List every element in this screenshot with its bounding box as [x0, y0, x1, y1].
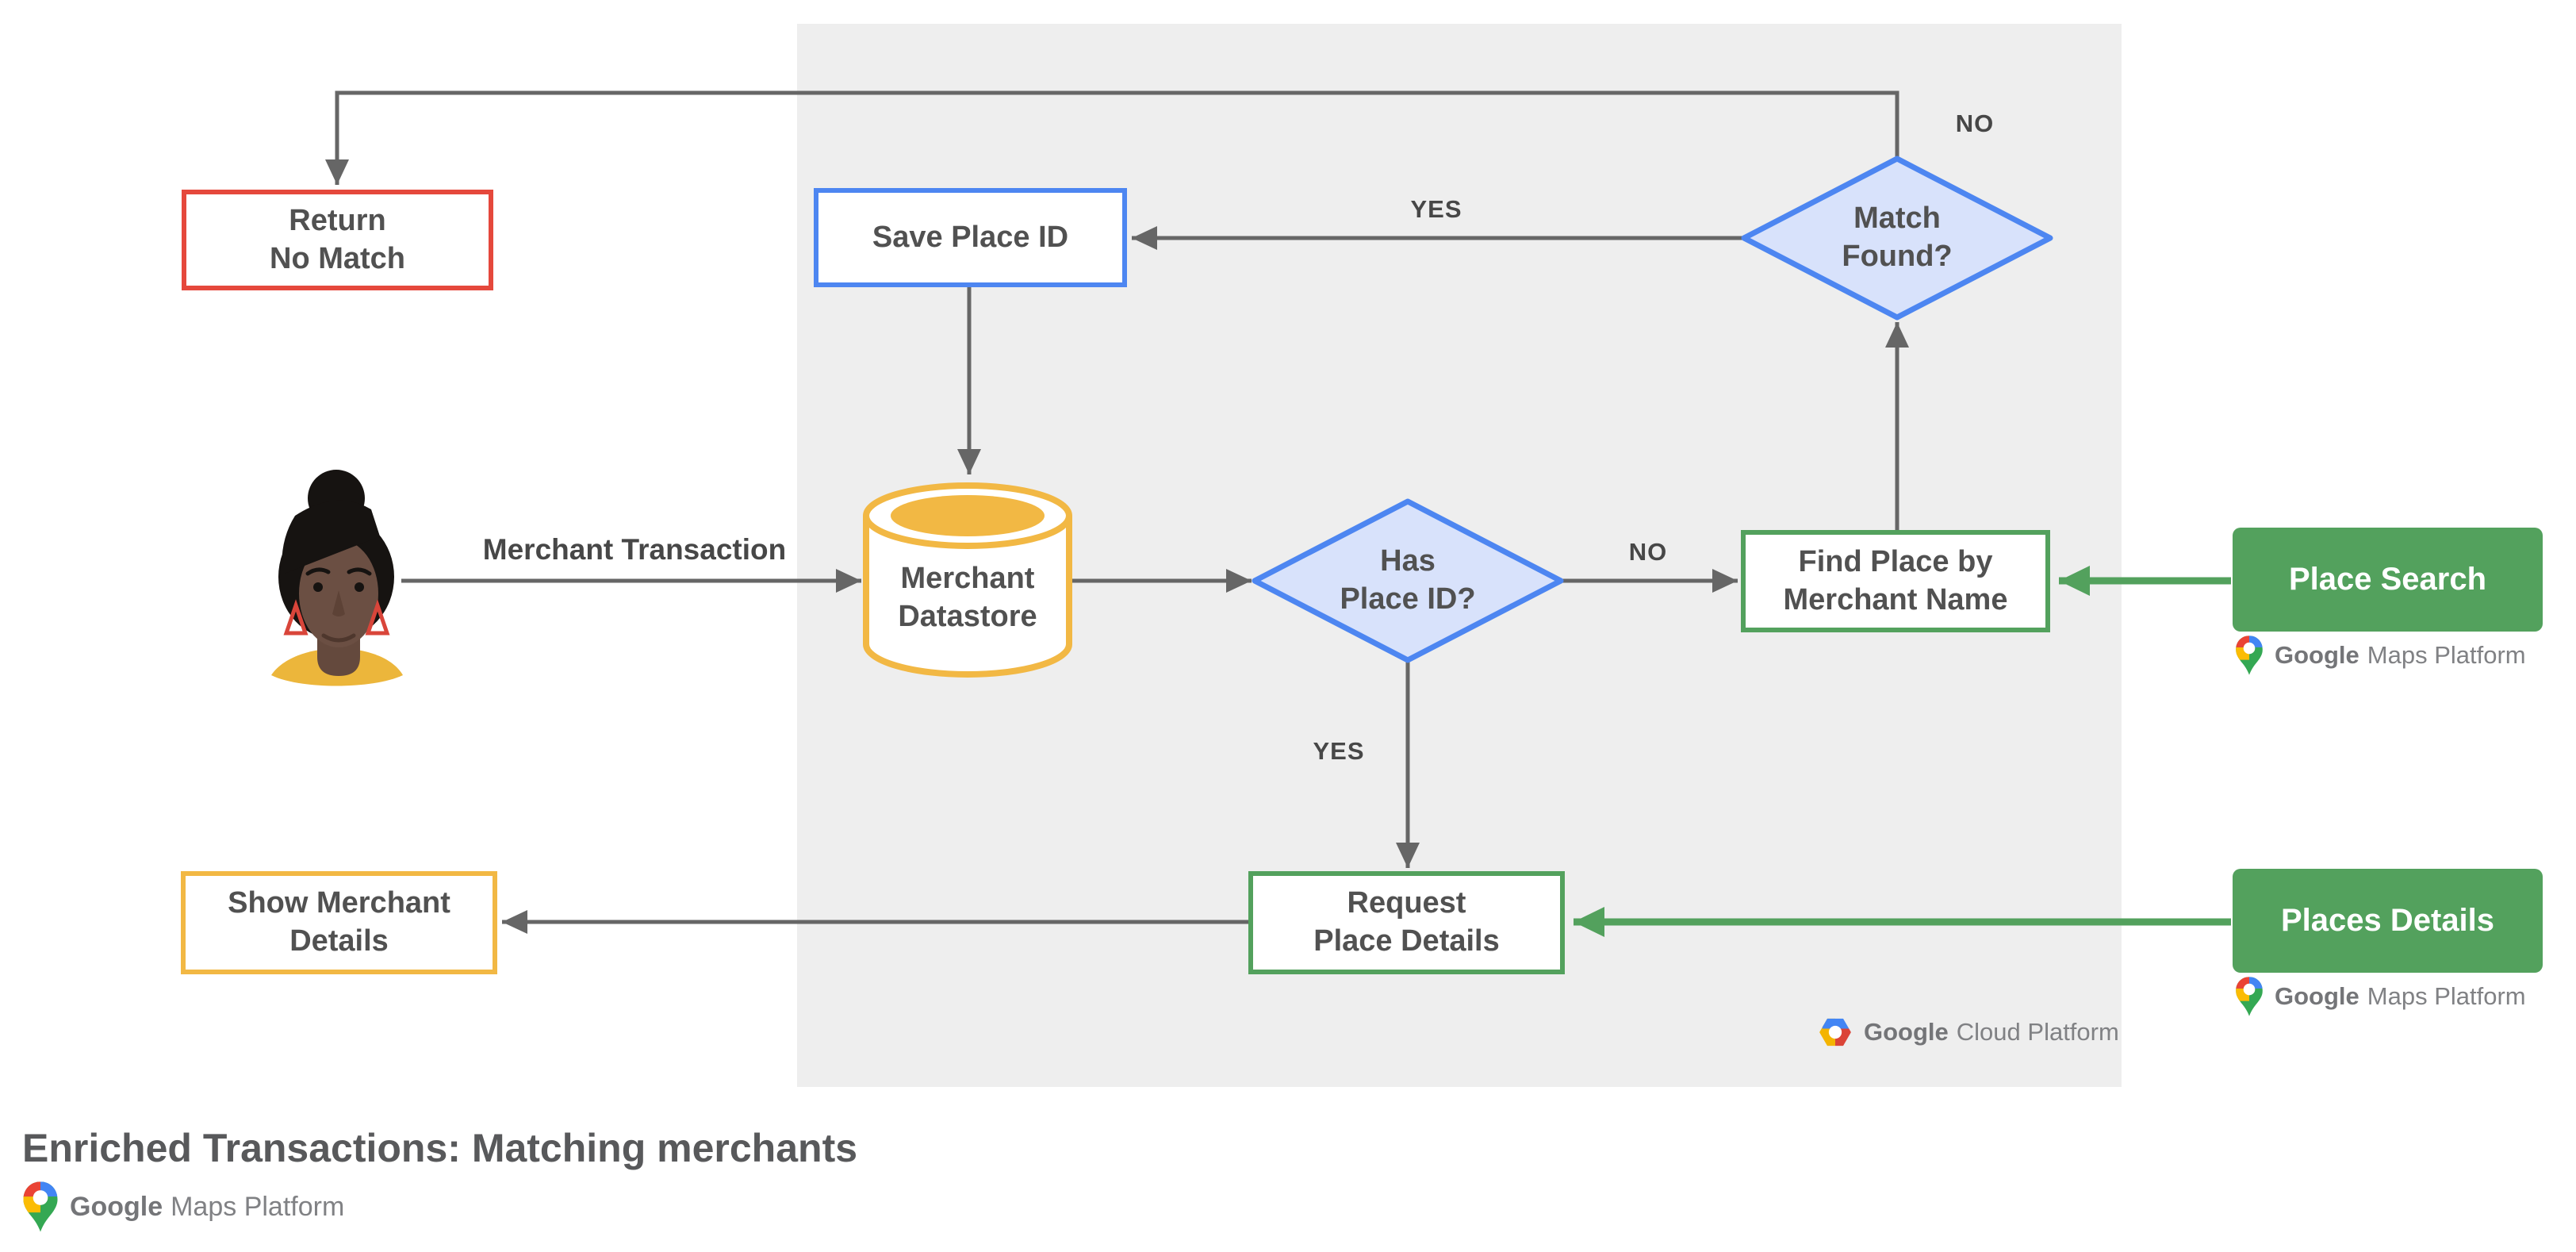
avatar-eyebrow-left [305, 567, 331, 576]
logo-google-maps-platform-places-details: Google Maps Platform [2235, 976, 2526, 1017]
label-has-place-id: Has Place ID? [1340, 544, 1476, 616]
avatar-eye-right [355, 582, 364, 592]
logo-text-maps-platform: Maps Platform [2367, 641, 2526, 669]
google-maps-pin-icon [23, 1181, 58, 1232]
edge-label-merchant-transaction: Merchant Transaction [482, 533, 787, 566]
logo-text-maps-platform: Maps Platform [171, 1191, 345, 1222]
diagram-title: Enriched Transactions: Matching merchant… [22, 1126, 858, 1170]
node-find-place-by-merchant-name: Find Place by Merchant Name [1741, 530, 2050, 632]
avatar-earring-right [365, 599, 390, 636]
merchant-user-avatar [271, 470, 403, 686]
logo-text-google: Google [70, 1191, 163, 1222]
node-request-place-details: Request Place Details [1248, 871, 1565, 974]
api-place-search: Place Search [2233, 528, 2543, 632]
logo-google-cloud-platform: Google Cloud Platform [1818, 1017, 2119, 1047]
diamond-match-found [1741, 156, 2053, 321]
google-cloud-hexagon-icon [1819, 1018, 1851, 1047]
label-merchant-datastore: Merchant Datastore [898, 562, 1037, 633]
google-maps-pin-icon [2236, 977, 2263, 1016]
label-match-found: Match Found? [1842, 202, 1953, 273]
logo-google-maps-platform-footer: Google Maps Platform [22, 1181, 344, 1233]
logo-text-google: Google [2275, 641, 2359, 669]
avatar-eye-left [313, 582, 323, 592]
avatar-mouth [321, 633, 356, 643]
node-show-merchant-details: Show Merchant Details [181, 871, 497, 974]
edge-matchfound-no-to-return [325, 90, 1899, 185]
edge-label-has-place-id-no: NO [1628, 538, 1668, 566]
logo-text-google: Google [2275, 982, 2359, 1010]
logo-text-google: Google [1864, 1018, 1949, 1046]
avatar-nose [332, 590, 345, 616]
avatar-earring-left [283, 599, 309, 636]
node-save-place-id: Save Place ID [814, 188, 1127, 287]
logo-text-cloud-platform: Cloud Platform [1956, 1018, 2119, 1046]
cylinder-merchant-datastore [863, 482, 1072, 678]
api-places-details: Places Details [2233, 869, 2543, 973]
google-maps-pin-icon [2236, 636, 2263, 675]
edge-label-has-place-id-yes: YES [1313, 737, 1365, 765]
avatar-hair-fringe [282, 500, 380, 574]
diamond-has-place-id [1252, 498, 1564, 663]
avatar-eyebrow-right [347, 567, 372, 576]
edge-label-match-found-no: NO [1955, 109, 1995, 137]
logo-text-maps-platform: Maps Platform [2367, 982, 2526, 1010]
edge-label-match-found-yes: YES [1410, 195, 1462, 223]
logo-google-maps-platform-place-search: Google Maps Platform [2235, 635, 2526, 676]
node-return-no-match: Return No Match [182, 190, 493, 290]
